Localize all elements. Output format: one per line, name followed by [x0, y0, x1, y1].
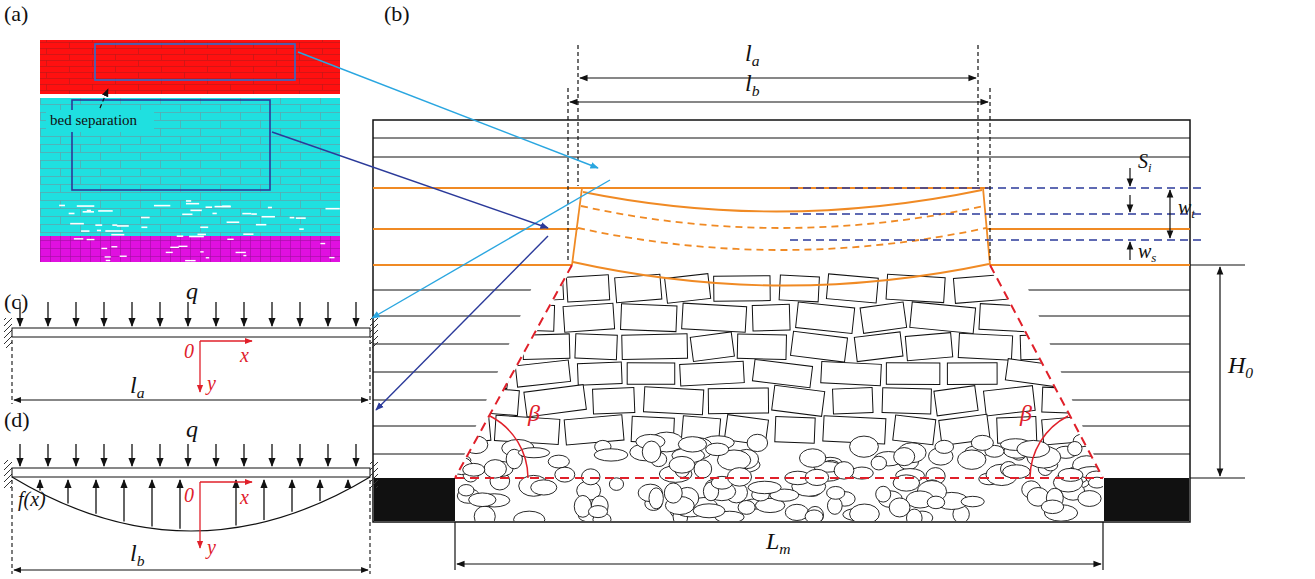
axis-label: x [240, 486, 249, 508]
dimension-label: ws [1138, 240, 1156, 265]
dimension-label: H0 [1228, 352, 1253, 381]
axis-origin: 0 [184, 484, 194, 506]
dimension-label: lb [745, 70, 759, 99]
strata-section [373, 45, 1245, 570]
dimension-label: wt [1178, 196, 1195, 221]
beam-model-c [4, 302, 378, 404]
dimension-label: lb [130, 540, 144, 569]
axis-origin: 0 [184, 340, 194, 362]
axis-label: x [240, 344, 249, 366]
dimension-label: la [130, 372, 144, 401]
dimension-label: Si [1138, 150, 1152, 175]
dimension-label: Lm [766, 528, 791, 557]
load-label: q [186, 278, 198, 304]
panel-letter: (a) [4, 2, 28, 26]
pointer-arrows [272, 52, 610, 410]
simulation-image [40, 40, 340, 262]
axis-label: y [207, 536, 216, 558]
panel-letter: (c) [4, 290, 28, 314]
dimension-label: la [745, 40, 759, 69]
axis-label: y [207, 372, 216, 394]
angle-label: β [528, 400, 540, 426]
panel-letter: (b) [384, 2, 410, 26]
function-label: f(x) [18, 488, 46, 510]
annotation: bed separation [50, 112, 137, 129]
beam-model-d [4, 444, 378, 574]
load-label: q [186, 416, 198, 442]
panel-letter: (d) [4, 408, 30, 432]
angle-label: β [1020, 400, 1032, 426]
